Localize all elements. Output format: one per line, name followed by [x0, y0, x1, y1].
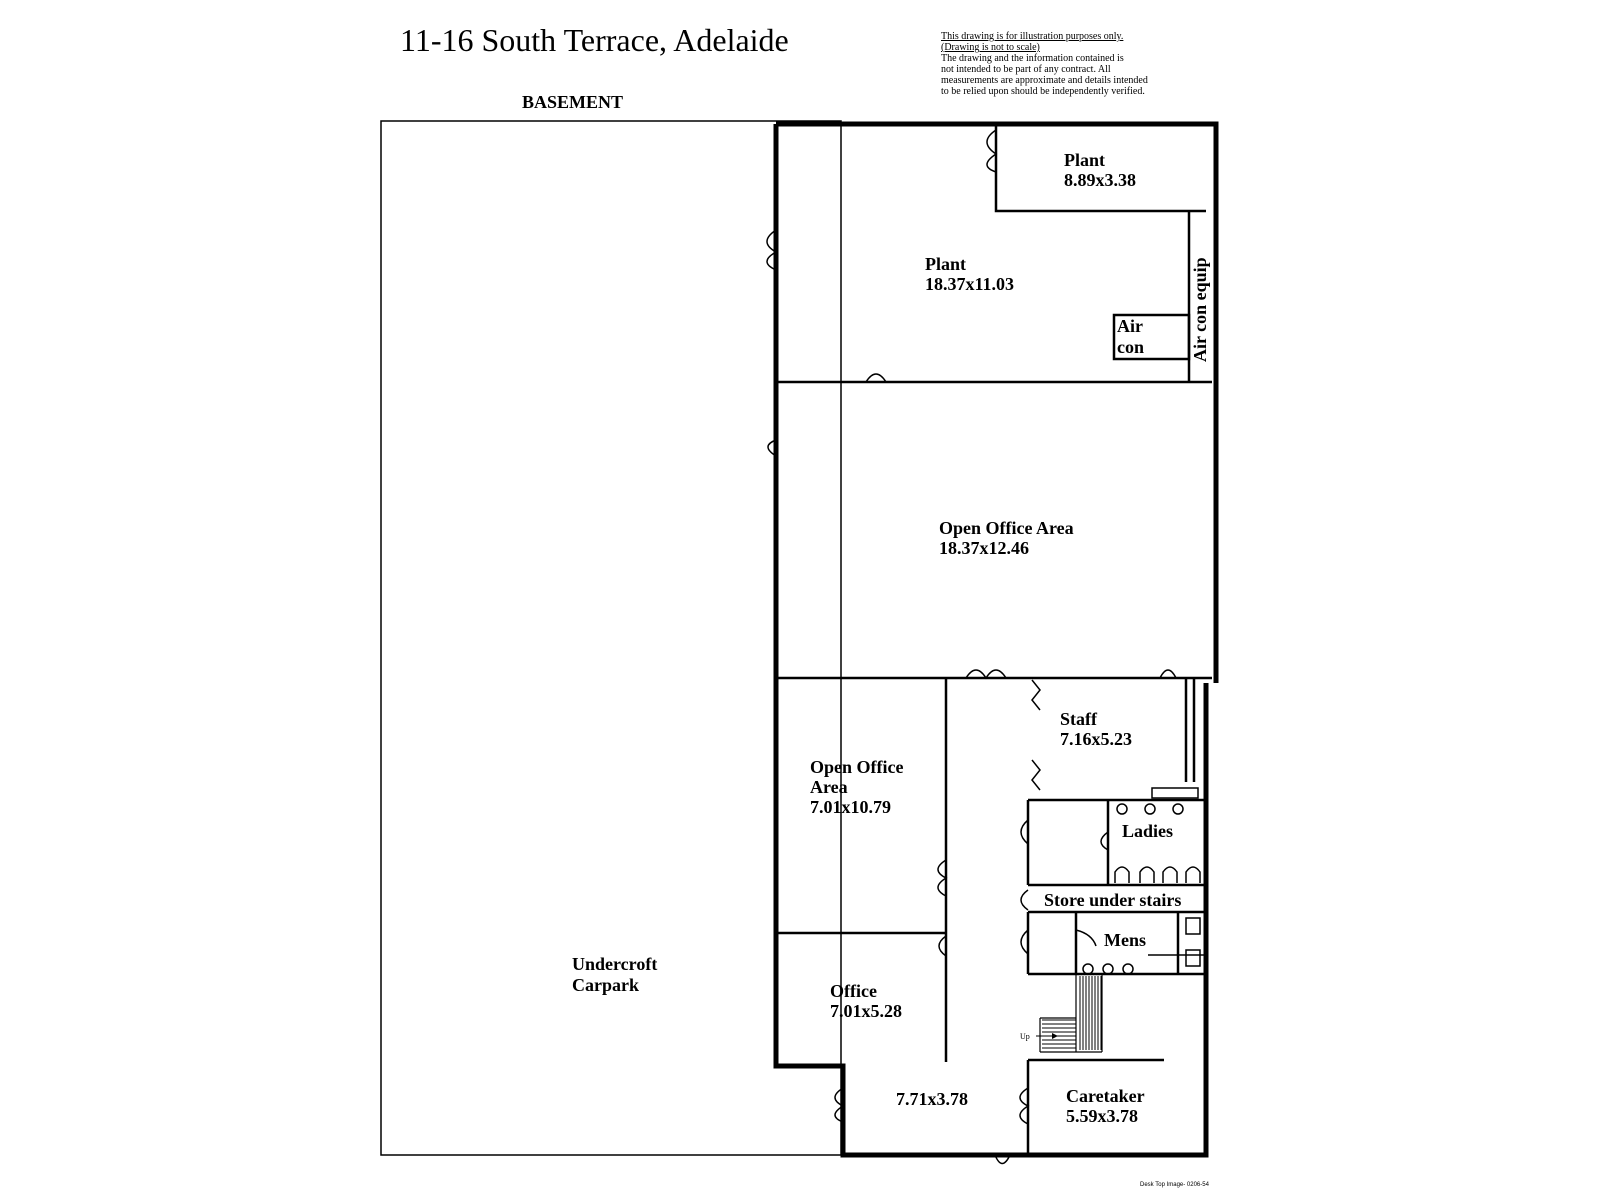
- doors: [766, 129, 1177, 1165]
- plant-large-size: 18.37x11.03: [925, 274, 1014, 294]
- disclaimer-line: (Drawing is not to scale): [941, 42, 1040, 53]
- toilet: [1162, 866, 1178, 883]
- toilet: [1185, 866, 1201, 883]
- disclaimer-line: measurements are approximate and details…: [941, 75, 1148, 86]
- lobby-size: 7.71x3.78: [896, 1089, 968, 1109]
- aircon-label: con: [1117, 337, 1144, 357]
- disclaimer-line: This drawing is for illustration purpose…: [941, 31, 1124, 42]
- undercroft-label: Carpark: [572, 975, 639, 995]
- basin: [1172, 803, 1184, 815]
- floor-label: BASEMENT: [522, 92, 624, 112]
- door-arc: [1019, 1087, 1030, 1125]
- door-arc: [1100, 831, 1109, 851]
- toilet: [1185, 917, 1201, 935]
- door-arc: [986, 129, 998, 173]
- fixtures: [1082, 787, 1206, 975]
- door-arc: [1020, 819, 1029, 845]
- ladies-label: Ladies: [1122, 821, 1173, 841]
- undercroft-label: Undercroft: [572, 954, 657, 974]
- open-office-large-size: 18.37x12.46: [939, 538, 1029, 558]
- door-arc: [1020, 929, 1029, 955]
- door-arc: [1031, 679, 1041, 711]
- interior-walls: [776, 124, 1212, 1155]
- plan-title: 11-16 South Terrace, Adelaide: [400, 22, 789, 58]
- door-arc: [1020, 889, 1029, 911]
- door-arc: [1031, 759, 1041, 791]
- door-arc: [1159, 669, 1177, 679]
- disclaimer-line: to be relied upon should be independentl…: [941, 86, 1145, 97]
- basin: [1082, 963, 1094, 975]
- open-office-small-name: Open Office: [810, 757, 903, 777]
- staff-size: 7.16x5.23: [1060, 729, 1132, 749]
- door-arc: [965, 669, 1007, 680]
- office-size: 7.01x5.28: [830, 1001, 902, 1021]
- carpark-outline: [380, 120, 842, 1156]
- door-arc: [938, 935, 947, 957]
- basin: [1144, 803, 1156, 815]
- toilet: [1114, 866, 1130, 883]
- mens-label: Mens: [1104, 930, 1146, 950]
- aircon-equip-label: Air con equip: [1190, 257, 1210, 362]
- caretaker-size: 5.59x3.78: [1066, 1106, 1138, 1126]
- stairs-label: Up: [1020, 1032, 1030, 1041]
- stairs: [1039, 974, 1103, 1053]
- store-label: Store under stairs: [1044, 890, 1181, 910]
- stair-treads: [1042, 976, 1102, 1050]
- door-arc: [766, 229, 778, 271]
- toilet: [1139, 866, 1155, 883]
- basin: [1122, 963, 1134, 975]
- disclaimer-line: The drawing and the information containe…: [941, 53, 1124, 64]
- basin: [1116, 803, 1128, 815]
- sink-unit: [1151, 787, 1199, 799]
- caretaker-name: Caretaker: [1066, 1086, 1145, 1106]
- up-arrow-head: [1052, 1033, 1058, 1039]
- aircon-label: Air: [1117, 316, 1143, 336]
- door-arc: [1075, 929, 1097, 947]
- open-office-large-name: Open Office Area: [939, 518, 1074, 538]
- plant-large-name: Plant: [925, 254, 966, 274]
- office-name: Office: [830, 981, 877, 1001]
- plant-small-name: Plant: [1064, 150, 1105, 170]
- basin: [1102, 963, 1114, 975]
- image-credit: Desk Top Image- 0206-54: [1140, 1182, 1209, 1188]
- toilet: [1185, 949, 1201, 967]
- staff-name: Staff: [1060, 709, 1098, 729]
- door-arc: [834, 1087, 845, 1123]
- plant-small-size: 8.89x3.38: [1064, 170, 1136, 190]
- open-office-small-size: 7.01x10.79: [810, 797, 891, 817]
- open-office-small-name: Area: [810, 777, 848, 797]
- door-arc: [994, 1154, 1011, 1165]
- door-arc: [767, 439, 777, 457]
- door-arc: [937, 859, 948, 897]
- disclaimer-line: not intended to be part of any contract.…: [941, 64, 1111, 75]
- outer-walls: [773, 121, 1219, 1158]
- door-arc: [865, 373, 887, 383]
- disclaimer: This drawing is for illustration purpose…: [941, 31, 1201, 97]
